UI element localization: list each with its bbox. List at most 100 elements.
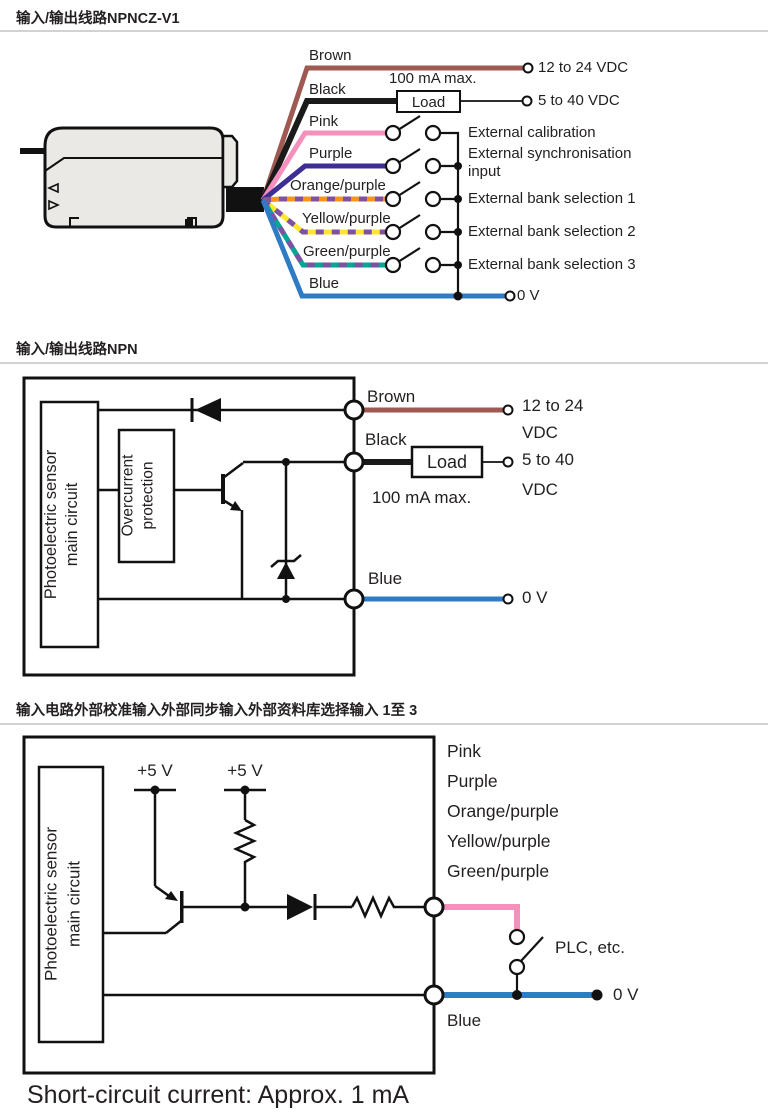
triangle-right-icon (48, 199, 60, 211)
internal-wiring (103, 788, 425, 997)
wire-orange-purple-dash (262, 196, 386, 203)
wire-list-orange-purple: Orange/purple (447, 801, 559, 821)
wire-list-pink: Pink (447, 741, 482, 761)
divider (0, 30, 768, 32)
label-plus5v-b: +5 V (227, 761, 263, 780)
input-switch-bank (384, 115, 463, 301)
divider (0, 362, 768, 364)
sensor-connector (221, 134, 239, 189)
terminal-input (423, 896, 445, 918)
wire-label-blue: Blue (309, 275, 340, 292)
overcurrent-label: Overcurrent protection (119, 430, 174, 562)
wire-label-yellow-purple: Yellow/purple (302, 210, 391, 227)
wire-list-purple: Purple (447, 771, 498, 791)
sensor-lid-seam (44, 157, 223, 172)
label-12-24vdc: 12 to 24 VDC (538, 59, 629, 76)
label-plus5v-a: +5 V (137, 761, 173, 780)
max-current-label: 100 mA max. (389, 70, 477, 87)
circuit-outer-box (22, 376, 356, 677)
wire-brown (260, 65, 526, 201)
wire-yellow-purple-dash (261, 198, 386, 235)
wire-list-yellow-purple: Yellow/purple (447, 831, 551, 851)
label-0v: 0 V (522, 588, 548, 607)
overcurrent-line2: protection (139, 461, 157, 530)
label-12-24-line2: VDC (522, 423, 558, 442)
main-circuit-line2: main circuit (64, 861, 84, 947)
sensor-amplifier (20, 126, 264, 229)
wire-label-blue: Blue (368, 569, 403, 588)
wire-label-brown: Brown (309, 47, 352, 64)
switch-bank2 (384, 214, 442, 241)
terminal-12-24vdc (522, 62, 534, 74)
terminal-12-24vdc (502, 404, 514, 416)
main-circuit-line1: Photoelectric sensor (42, 449, 60, 600)
terminals (343, 399, 514, 610)
wire-label-black: Black (309, 81, 346, 98)
overcurrent-box (117, 428, 176, 564)
main-circuit-line1: Photoelectric sensor (41, 826, 61, 982)
fiber-cable-left (20, 148, 50, 154)
label-external-calibration: External calibration (468, 124, 596, 141)
wire-purple (261, 163, 386, 202)
label-5-40-line2: VDC (522, 480, 558, 499)
mount-foot-right (187, 217, 197, 227)
plc-switch (508, 928, 544, 1000)
wire-label-blue: Blue (447, 1011, 482, 1030)
wire-blue (260, 199, 505, 299)
diode-series (287, 894, 317, 920)
label-12-24-line1: 12 to 24 (522, 396, 584, 415)
label-0v: 0 V (517, 287, 540, 304)
wire-label-purple: Purple (309, 145, 353, 162)
wire-black (260, 98, 397, 202)
switch-bank1 (384, 181, 442, 208)
wire-green-purple-dash (260, 198, 386, 268)
wire-label-pink: Pink (309, 113, 339, 130)
main-circuit-label: Photoelectric sensor main circuit (41, 402, 98, 647)
bus-line (440, 131, 460, 296)
divider (0, 723, 768, 725)
pnp-transistor (150, 785, 250, 923)
diagram-io-npncz-v1 (20, 62, 534, 302)
wire-label-brown: Brown (367, 387, 416, 406)
label-plc: PLC, etc. (555, 938, 625, 957)
terminal-circles (504, 62, 534, 302)
overcurrent-line1: Overcurrent (119, 454, 137, 537)
short-circuit-caption: Short-circuit current: Approx. 1 mA (27, 1081, 410, 1109)
load-box (410, 445, 484, 479)
label-external-sync-1: External synchronisation (468, 145, 632, 162)
wire-pink (260, 130, 386, 202)
section1-title: 输入/输出线路NPNCZ-V1 (16, 11, 180, 27)
label-bank3: External bank selection 3 (468, 256, 636, 273)
terminal-0v (504, 290, 516, 302)
npn-transistor (221, 462, 244, 599)
bus-junction-dots (453, 162, 463, 301)
internal-wiring (98, 408, 346, 601)
switch-calibration (384, 115, 442, 142)
terminal-5-40vdc (521, 95, 533, 107)
wire-label-black: Black (365, 430, 407, 449)
load-label: Load (426, 452, 468, 472)
wire-fanout (260, 65, 526, 299)
wire-label-orange-purple: Orange/purple (290, 177, 386, 194)
terminal-5-40vdc (502, 456, 514, 468)
terminal-brown (343, 399, 365, 421)
cable-boot (226, 187, 264, 212)
max-current-label: 100 mA max. (372, 488, 472, 507)
switch-sync (384, 148, 442, 175)
section3-title: 输入电路外部校准输入外部同步输入外部资料库选择输入 1至 3 (16, 703, 418, 719)
main-circuit-box (39, 400, 100, 649)
label-external-sync-2: input (468, 163, 501, 180)
load-label: Load (411, 94, 446, 111)
zener-diode (270, 458, 302, 603)
diagram-input-circuit (22, 735, 603, 1075)
0v-end-dot (591, 989, 603, 1001)
wire-label-green-purple: Green/purple (303, 243, 391, 260)
terminal-blue (343, 588, 365, 610)
label-5-40vdc: 5 to 40 VDC (538, 92, 620, 109)
label-5-40-line1: 5 to 40 (522, 450, 574, 469)
switch-bank3 (384, 247, 442, 274)
mount-foot-left (69, 217, 79, 227)
main-circuit-box (37, 765, 105, 1044)
label-bank1: External bank selection 1 (468, 190, 636, 207)
